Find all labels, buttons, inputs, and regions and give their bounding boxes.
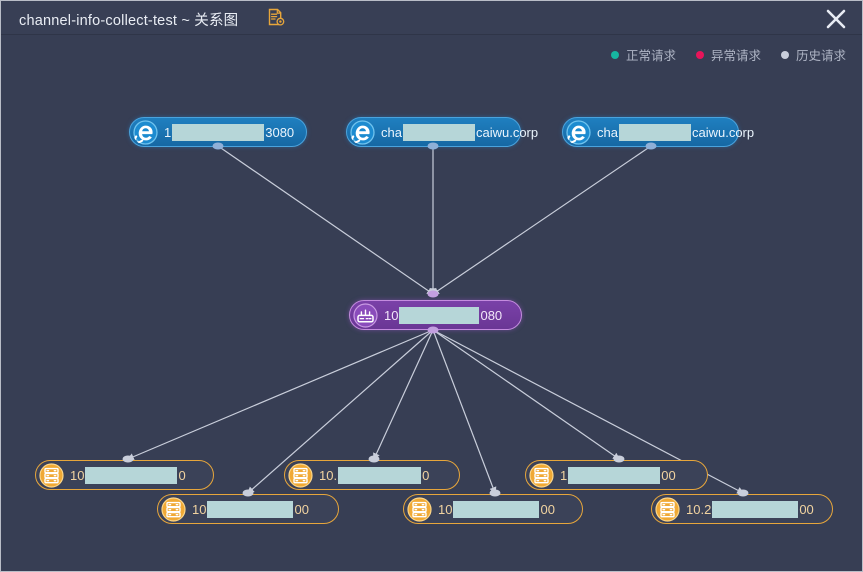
legend-normal-dot-icon — [610, 50, 619, 59]
node-label: 1 3080 — [164, 123, 295, 141]
node-label-suffix: caiwu.corp — [691, 124, 755, 140]
graph-node-web-2[interactable]: cha caiwu.corp — [346, 117, 538, 147]
legend-abnormal-dot-icon — [695, 50, 704, 59]
node-label-prefix: 10. — [319, 467, 338, 483]
node-label-suffix: 00 — [799, 501, 814, 517]
redacted-text — [568, 466, 661, 484]
server-rack-icon — [39, 462, 64, 488]
document-report-icon[interactable] — [266, 8, 286, 28]
node-label: 1 00 — [560, 466, 676, 484]
graph-edge — [431, 145, 652, 295]
node-label-prefix: cha — [381, 124, 402, 140]
router-icon — [353, 302, 378, 328]
node-label-suffix: 0 — [178, 467, 186, 483]
graph-node-web-3[interactable]: cha caiwu.corp — [562, 117, 754, 147]
redacted-text — [402, 123, 475, 141]
server-rack-icon — [161, 496, 186, 522]
redacted-text — [399, 306, 480, 324]
node-label-suffix: 080 — [480, 307, 503, 323]
graph-node-service-2[interactable]: 10.0 — [284, 460, 460, 490]
graph-node-service-6[interactable]: 10.2 00 — [651, 494, 833, 524]
legend-history-request: 历史请求 — [780, 45, 846, 64]
internet-explorer-icon — [566, 119, 591, 145]
internet-explorer-icon — [133, 119, 158, 145]
node-label: 10 00 — [192, 500, 309, 518]
graph-edge — [217, 145, 435, 295]
graph-node-service-3[interactable]: 1 00 — [525, 460, 708, 490]
node-label-prefix: 10 — [70, 467, 85, 483]
redacted-text — [453, 500, 540, 518]
node-connector-dot — [122, 455, 134, 463]
graph-node-service-4[interactable]: 10 00 — [157, 494, 339, 524]
redacted-text — [338, 466, 422, 484]
node-label-prefix: cha — [597, 124, 618, 140]
legend-history-dot-icon — [780, 50, 789, 59]
node-label-prefix: 1 — [560, 467, 568, 483]
node-connector-dot — [737, 489, 749, 497]
node-label-prefix: 1 — [164, 124, 172, 140]
node-label-prefix: 10 — [384, 307, 399, 323]
node-label: cha caiwu.corp — [597, 123, 755, 141]
node-label-suffix: 00 — [294, 501, 309, 517]
node-label-suffix: caiwu.corp — [475, 124, 539, 140]
graph-edge — [432, 329, 621, 460]
node-label: 10.0 — [319, 466, 430, 484]
node-label-prefix: 10 — [192, 501, 207, 517]
redacted-text — [712, 500, 799, 518]
graph-edge — [126, 329, 434, 461]
server-rack-icon — [529, 462, 554, 488]
legend: 正常请求 异常请求 历史请求 — [610, 45, 846, 64]
node-label: 10.2 00 — [686, 500, 814, 518]
node-connector-dot — [242, 489, 254, 497]
node-connector-dot — [427, 326, 439, 334]
redacted-text — [618, 123, 691, 141]
page-title: channel-info-collect-test ~ 关系图 — [19, 13, 239, 29]
graph-node-service-5[interactable]: 10 00 — [403, 494, 583, 524]
node-label: 10 080 — [384, 306, 503, 324]
server-rack-icon — [655, 496, 680, 522]
legend-normal-request: 正常请求 — [610, 45, 676, 64]
legend-abnormal-request: 异常请求 — [695, 45, 761, 64]
node-connector-dot — [489, 489, 501, 497]
node-connector-dot — [645, 142, 657, 150]
redacted-text — [85, 466, 178, 484]
window-header: channel-info-collect-test ~ 关系图 — [1, 1, 862, 35]
node-connector-dot — [368, 455, 380, 463]
server-rack-icon — [288, 462, 313, 488]
node-connector-dot — [212, 142, 224, 150]
redacted-text — [172, 123, 265, 141]
node-connector-dot — [613, 455, 625, 463]
node-connector-dot — [427, 142, 439, 150]
internet-explorer-icon — [350, 119, 375, 145]
legend-abnormal-label: 异常请求 — [710, 49, 761, 63]
node-label-suffix: 00 — [540, 501, 555, 517]
node-connector-dot — [427, 290, 439, 298]
legend-history-label: 历史请求 — [795, 49, 846, 63]
node-label: 10 00 — [438, 500, 555, 518]
graph-node-service-1[interactable]: 10 0 — [35, 460, 214, 490]
node-label-prefix: 10.2 — [686, 501, 712, 517]
graph-edge — [373, 329, 434, 461]
node-label: cha caiwu.corp — [381, 123, 539, 141]
legend-normal-label: 正常请求 — [625, 49, 676, 63]
server-rack-icon — [407, 496, 432, 522]
node-label-suffix: 0 — [422, 467, 430, 483]
node-label-suffix: 00 — [661, 467, 676, 483]
graph-node-gateway-1[interactable]: 10 080 — [349, 300, 522, 330]
redacted-text — [207, 500, 294, 518]
node-label: 10 0 — [70, 466, 186, 484]
node-label-prefix: 10 — [438, 501, 453, 517]
close-icon[interactable] — [819, 4, 853, 34]
node-label-suffix: 3080 — [265, 124, 295, 140]
